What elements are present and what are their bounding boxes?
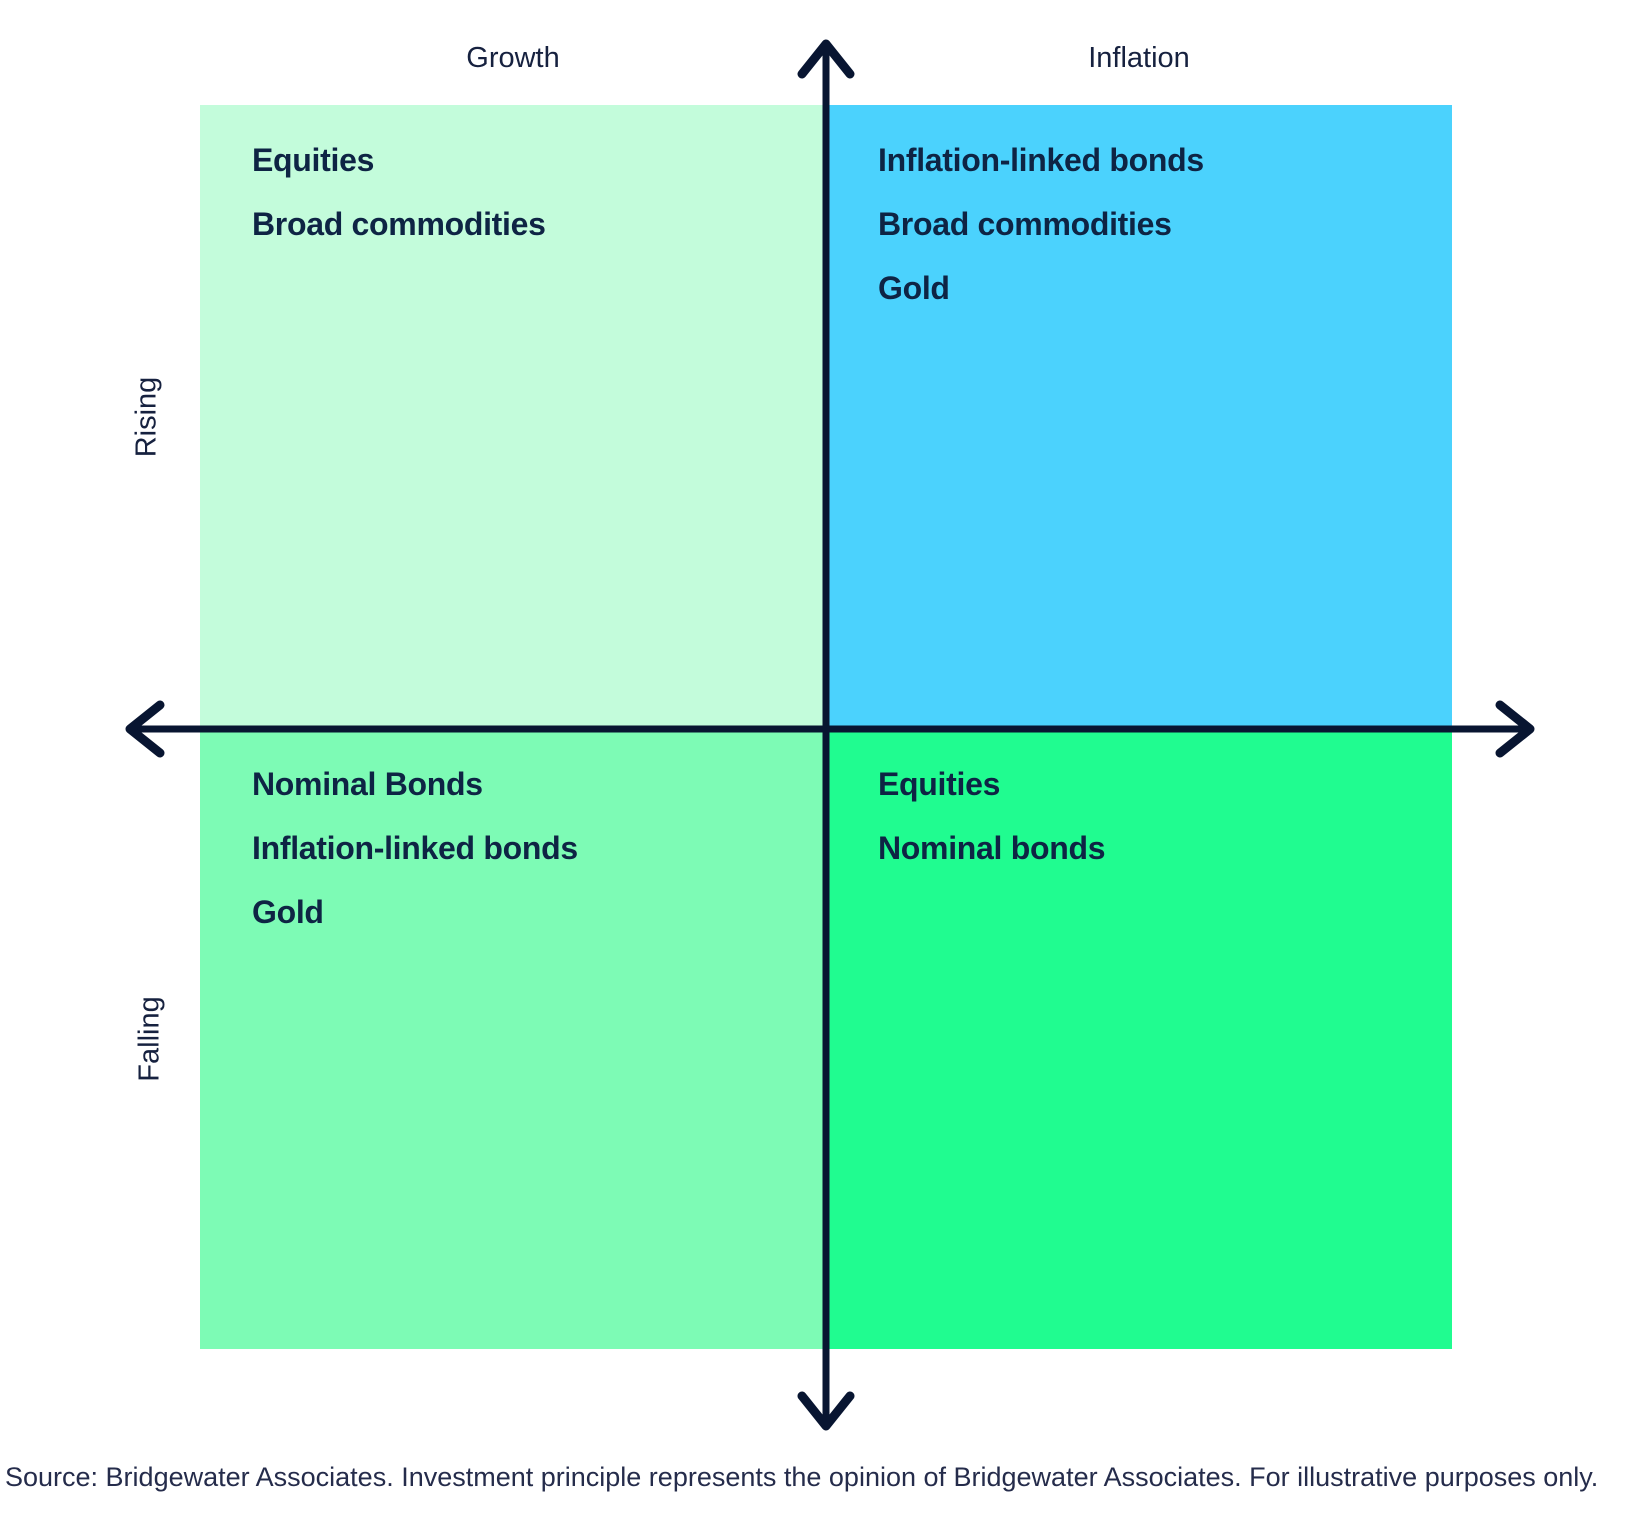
asset-item: Inflation-linked bonds	[252, 830, 578, 866]
rising-axis-label: Rising	[130, 376, 163, 458]
asset-item: Broad commodities	[878, 206, 1172, 242]
asset-item: Gold	[878, 270, 950, 306]
source-footnote: Source: Bridgewater Associates. Investme…	[5, 1462, 1599, 1492]
down-arrowhead-icon	[797, 1391, 855, 1431]
asset-item: Inflation-linked bonds	[878, 142, 1204, 178]
asset-item: Equities	[252, 142, 375, 178]
asset-item: Nominal bonds	[878, 830, 1106, 866]
asset-item: Broad commodities	[252, 206, 546, 242]
quadrant-item-list: Equities Broad commodities	[200, 105, 826, 243]
asset-item: Equities	[878, 766, 1001, 802]
asset-item: Nominal Bonds	[252, 766, 483, 802]
quadrant-item-list: Equities Nominal bonds	[826, 729, 1452, 867]
left-arrowhead-icon	[125, 700, 165, 758]
inflation-axis-label: Inflation	[1088, 42, 1190, 74]
quadrant-inflation-rising: Inflation-linked bonds Broad commodities…	[826, 105, 1452, 729]
quadrant-growth-falling: Nominal Bonds Inflation-linked bonds Gol…	[200, 729, 826, 1349]
quadrant-item-list: Inflation-linked bonds Broad commodities…	[826, 105, 1452, 307]
asset-item: Gold	[252, 894, 324, 930]
falling-axis-label: Falling	[133, 996, 166, 1082]
quadrant-item-list: Nominal Bonds Inflation-linked bonds Gol…	[200, 729, 826, 931]
quadrant-inflation-falling: Equities Nominal bonds	[826, 729, 1452, 1349]
quadrant-growth-rising: Equities Broad commodities	[200, 105, 826, 729]
right-arrowhead-icon	[1495, 700, 1535, 758]
growth-axis-label: Growth	[466, 42, 560, 74]
up-arrowhead-icon	[797, 39, 855, 79]
